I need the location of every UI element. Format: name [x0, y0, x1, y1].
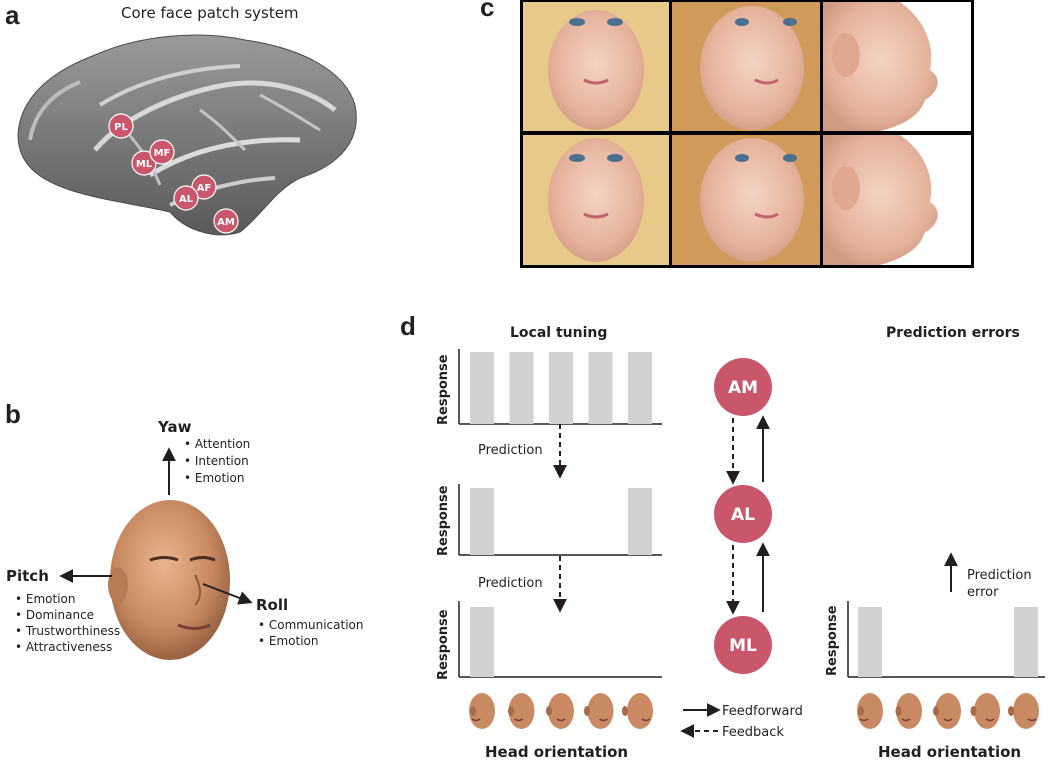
prediction-error-label-line1: Prediction: [967, 568, 1032, 583]
face-patch-AM: AM: [213, 208, 239, 234]
y-label-chart-1: Response: [436, 354, 451, 425]
legend: Feedforward Feedback: [680, 703, 803, 740]
roll-arrow: [202, 583, 253, 605]
panel-c: c: [480, 0, 974, 268]
node-AM: AM: [714, 358, 772, 416]
roll-item-2: • Emotion: [258, 634, 319, 648]
bar-2: [509, 352, 534, 424]
head-icon: [584, 693, 614, 729]
roll-item-1: • Communication: [258, 618, 363, 632]
face-patch-ML: ML: [131, 150, 157, 176]
photo-5-three-quarter: [672, 135, 820, 265]
patch-label-AM: AM: [217, 217, 235, 228]
pitch-item-2: • Dominance: [15, 608, 94, 622]
chart-prediction-errors: Response: [825, 601, 1045, 678]
node-label-AM: AM: [728, 378, 758, 398]
chart-local-ml: Response: [436, 601, 662, 680]
yaw-item-2: • Intention: [184, 454, 249, 468]
yaw-item-1: • Attention: [184, 437, 250, 451]
head-icon: [857, 693, 883, 729]
bar-4: [588, 352, 613, 424]
head-icon: [970, 693, 1000, 729]
face-patch-AL: AL: [173, 185, 199, 211]
prediction-label-2: Prediction: [478, 576, 543, 591]
y-label-chart-4: Response: [825, 605, 840, 676]
pitch-item-3: • Trustworthiness: [15, 624, 120, 638]
panel-c-letter: c: [480, 0, 494, 22]
chart-local-al: Response: [436, 484, 662, 556]
head-icon: [546, 693, 574, 729]
bar-1: [470, 488, 494, 555]
photo-2-three-quarter: [672, 2, 820, 131]
patch-label-AF: AF: [197, 183, 212, 194]
face-patch-MF: MF: [149, 139, 175, 165]
brain-illustration: [17, 34, 357, 236]
patch-label-AL: AL: [179, 194, 194, 205]
panel-a: a Core face patch system PL ML MF AF: [5, 0, 357, 236]
head-icon: [1008, 693, 1039, 729]
yaw-item-3: • Emotion: [184, 471, 245, 485]
bar-1: [470, 352, 494, 424]
head-icon: [508, 693, 535, 729]
bar-1: [470, 607, 494, 677]
photo-6-profile: [823, 135, 971, 265]
photo-3-profile: [823, 2, 971, 131]
y-label-chart-2: Response: [436, 485, 451, 556]
bar-5: [1014, 607, 1038, 677]
pitch-label: Pitch: [6, 567, 49, 585]
chart-local-am: Response: [436, 349, 662, 425]
panel-a-title: Core face patch system: [121, 4, 299, 22]
roll-label: Roll: [256, 596, 288, 614]
panel-a-letter: a: [5, 0, 20, 30]
head-3d-model: [108, 500, 230, 660]
prediction-label-1: Prediction: [478, 443, 543, 458]
head-icon: [895, 693, 922, 729]
node-ML: ML: [714, 616, 772, 674]
photo-1-front: [523, 2, 669, 131]
face-patch-PL: PL: [108, 113, 134, 139]
photo-4-front: [523, 135, 669, 265]
bar-3: [549, 352, 573, 424]
bar-1: [858, 607, 882, 677]
panel-d: d Local tuning Prediction errors Respons…: [400, 311, 1045, 761]
yaw-label: Yaw: [157, 418, 192, 436]
prediction-errors-title: Prediction errors: [886, 325, 1020, 341]
head-orientation-row-left: [469, 693, 653, 729]
head-icon: [622, 693, 653, 729]
legend-feedforward-label: Feedforward: [722, 704, 803, 719]
patch-label-MF: MF: [154, 148, 171, 159]
prediction-error-label-line2: error: [967, 585, 999, 600]
pitch-item-1: • Emotion: [15, 592, 76, 606]
local-tuning-title: Local tuning: [510, 325, 607, 341]
patch-label-ML: ML: [136, 159, 153, 170]
x-label-prediction: Head orientation: [878, 743, 1021, 761]
node-label-ML: ML: [729, 636, 757, 656]
panel-d-letter: d: [400, 311, 416, 341]
head-orientation-row-right: [857, 693, 1039, 729]
y-label-chart-3: Response: [436, 609, 451, 680]
patch-label-PL: PL: [114, 122, 128, 133]
x-label-local: Head orientation: [485, 743, 628, 761]
node-AL: AL: [714, 485, 772, 543]
node-label-AL: AL: [731, 505, 755, 525]
head-icon: [469, 693, 495, 729]
pitch-item-4: • Attractiveness: [15, 640, 112, 654]
head-icon: [933, 693, 961, 729]
bar-5: [628, 488, 652, 555]
legend-feedback-label: Feedback: [722, 725, 784, 740]
bar-5: [628, 352, 652, 424]
panel-b-letter: b: [5, 399, 21, 429]
panel-b: b Yaw • Attention • Intention • Emotion …: [5, 399, 363, 660]
